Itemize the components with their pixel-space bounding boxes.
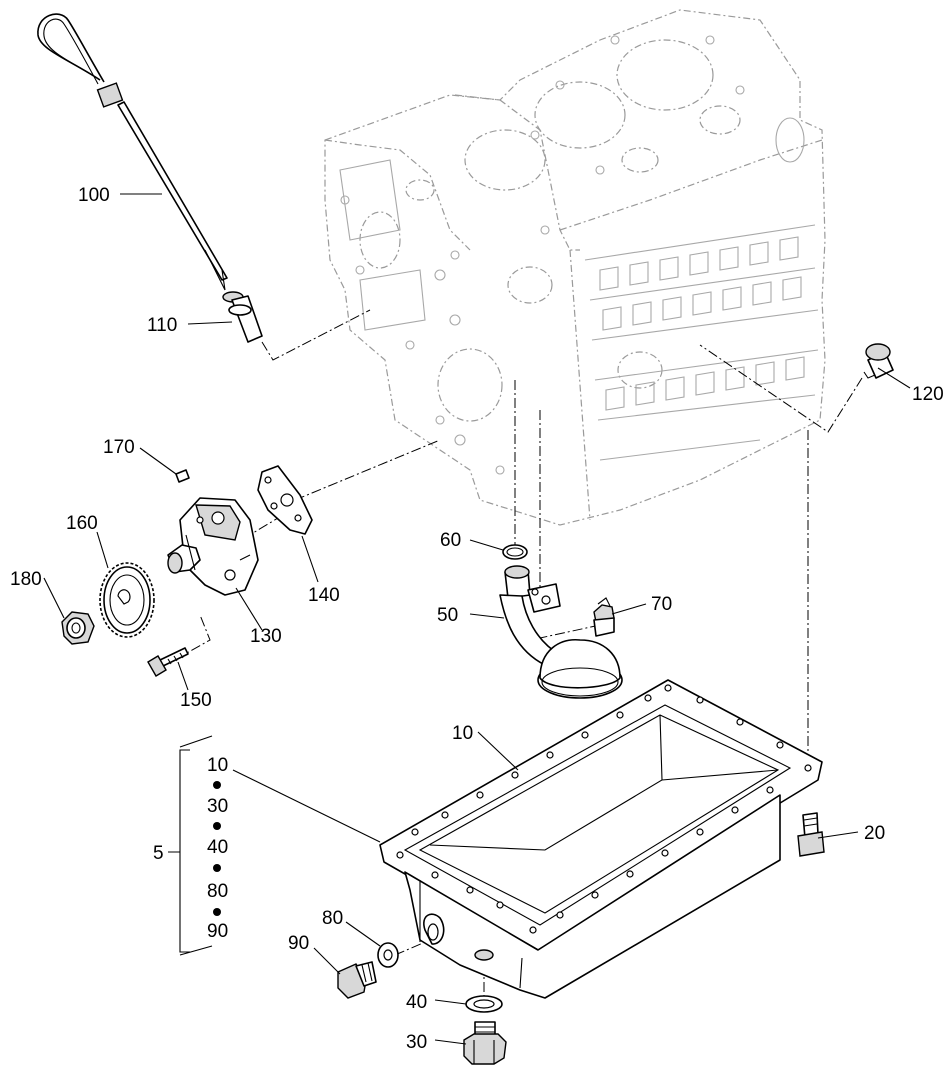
- callout-60: 60: [440, 530, 461, 551]
- callout-70: 70: [651, 594, 672, 615]
- oil-strainer-part-50: [499, 565, 623, 699]
- washer-part-80: [377, 942, 399, 968]
- callout-labels: 100 110 120 170 160 180 130 140 150 60 5…: [10, 185, 944, 1053]
- gasket-part-140: [257, 465, 313, 535]
- oil-pump-part-130: [167, 497, 259, 596]
- callout-30: 30: [406, 1032, 427, 1053]
- nut-part-180: [61, 611, 95, 645]
- dipstick-guide-part-110: [222, 291, 263, 343]
- assembly-lines: [159, 309, 863, 1000]
- callout-20: 20: [864, 823, 885, 844]
- key-part-170: [175, 469, 190, 483]
- gear-part-160: [99, 562, 155, 638]
- nut-part-70: [593, 597, 615, 637]
- engine-block-ghost: [324, 9, 826, 526]
- leader-lines: [43, 193, 911, 1045]
- callout-40: 40: [406, 992, 427, 1013]
- pan-flange-bolt-holes: [396, 684, 812, 934]
- kit-list-dots: [213, 781, 221, 916]
- callout-5: 5: [153, 843, 164, 864]
- kit-item-3: 40: [207, 837, 228, 858]
- kit-item-1: 10: [207, 755, 228, 776]
- callout-180: 180: [10, 569, 42, 590]
- stud-bolt-part-20: [797, 812, 825, 857]
- dipstick-part-100: [37, 13, 228, 291]
- callout-100: 100: [78, 185, 110, 206]
- kit-item-2: 30: [207, 796, 228, 817]
- kit-item-4: 80: [207, 881, 228, 902]
- callout-120: 120: [912, 384, 944, 405]
- plug-part-120: [863, 343, 894, 379]
- drain-plug-part-90: [337, 961, 377, 999]
- callout-150: 150: [180, 690, 212, 711]
- kit-item-5: 90: [207, 921, 228, 942]
- callout-110: 110: [147, 315, 177, 336]
- callout-80: 80: [322, 908, 343, 929]
- callout-130: 130: [250, 626, 282, 647]
- callout-50: 50: [437, 605, 458, 626]
- drain-plug-part-30: [463, 1021, 507, 1065]
- callout-160: 160: [66, 513, 98, 534]
- oil-pan-part-10: [379, 679, 823, 999]
- gasket-ring-part-40: [465, 995, 503, 1013]
- o-ring-part-60: [502, 544, 528, 560]
- callout-170: 170: [103, 437, 135, 458]
- callout-140: 140: [308, 585, 340, 606]
- bolt-part-150: [147, 647, 189, 677]
- callout-90: 90: [288, 933, 309, 954]
- callout-10: 10: [452, 723, 473, 744]
